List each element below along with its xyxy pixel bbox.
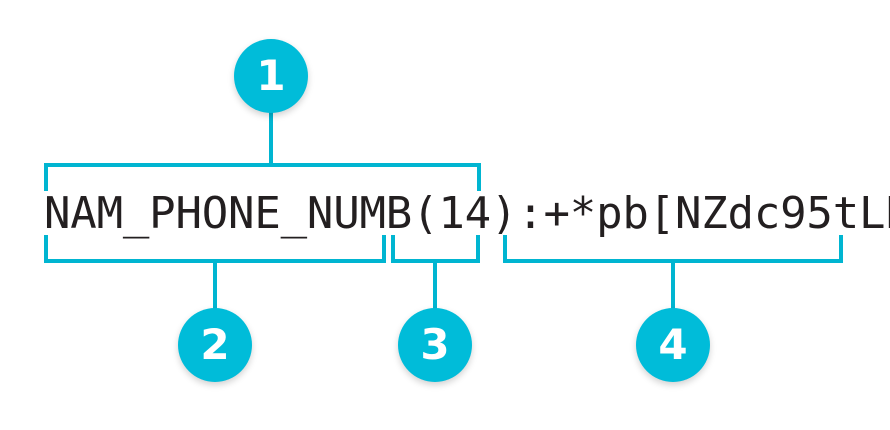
callout-bracket-2 <box>44 235 386 263</box>
callout-stem-1 <box>269 110 273 165</box>
callout-stem-4 <box>671 262 675 321</box>
callout-bubble-4[interactable]: 4 <box>636 308 710 382</box>
callout-stem-2 <box>213 262 217 321</box>
callout-bracket-4 <box>503 235 843 263</box>
callout-bubble-2[interactable]: 2 <box>178 308 252 382</box>
code-string: NAM_PHONE_NUMB(14):+*pb[NZdc95tLB <box>44 188 890 239</box>
callout-bracket-3 <box>391 235 480 263</box>
callout-bracket-1 <box>44 163 481 191</box>
callout-bubble-3[interactable]: 3 <box>398 308 472 382</box>
callout-bubble-1[interactable]: 1 <box>234 39 308 113</box>
callout-stem-3 <box>433 262 437 321</box>
